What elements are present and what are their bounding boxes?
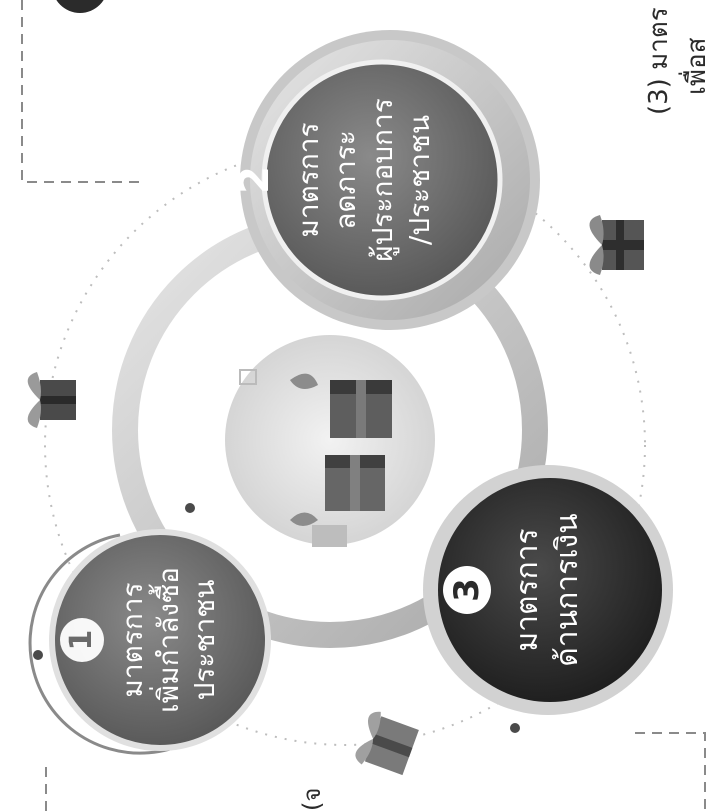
measure-1-circle: 1 มาตรการ เพิ่มกำลังซื้อ ประชาชน: [30, 532, 268, 753]
box-icon: [325, 455, 385, 511]
measure-2-circle: 2 มาตรการ ลดภาระ ผู้ประกอบการ /ประชาชน: [232, 30, 540, 330]
measure-1-number: 1: [64, 630, 99, 651]
card-icon: [312, 525, 347, 547]
side-text-top-right: (3) มาตร เพื่อส: [644, 7, 712, 115]
measure-2-line-2: ลดภาระ: [329, 130, 362, 230]
center-illustration: [225, 335, 435, 547]
side-text-bottom: (จ: [298, 788, 326, 811]
partial-circle-top: [52, 0, 108, 13]
measure-2-number: 2: [232, 166, 278, 194]
connector-dot: [510, 723, 520, 733]
side-text-line-1: (3) มาตร: [644, 7, 674, 115]
side-text-line-2: เพื่อส: [678, 37, 712, 95]
gift-icon: [28, 372, 76, 428]
dashed-box-bottom-right: [635, 733, 705, 811]
measure-1-line-3: ประชาชน: [188, 580, 221, 701]
measure-2-line-4: /ประชาชน: [403, 115, 436, 245]
side-text-bottom-left: (จ: [298, 788, 326, 811]
box-icon: [330, 380, 392, 438]
measure-3-number: 3: [447, 578, 487, 602]
connector-dot: [33, 650, 43, 660]
measure-2-line-3: ผู้ประกอบการ: [366, 98, 400, 262]
measure-3-circle: 3 มาตรการ ด้านการเงิน: [423, 465, 673, 715]
connector-dot: [185, 503, 195, 513]
measure-3-line-2: ด้านการเงิน: [550, 513, 585, 666]
measure-1-line-2: เพิ่มกำลังซื้อ: [148, 567, 185, 713]
dashed-box-top-left: [22, 0, 140, 182]
gift-icon: [353, 709, 421, 779]
gift-icon: [589, 215, 644, 275]
measure-1-line-1: มาตรการ: [116, 582, 149, 697]
measure-3-line-1: มาตรการ: [510, 528, 545, 651]
measure-2-line-1: มาตรการ: [292, 122, 325, 237]
